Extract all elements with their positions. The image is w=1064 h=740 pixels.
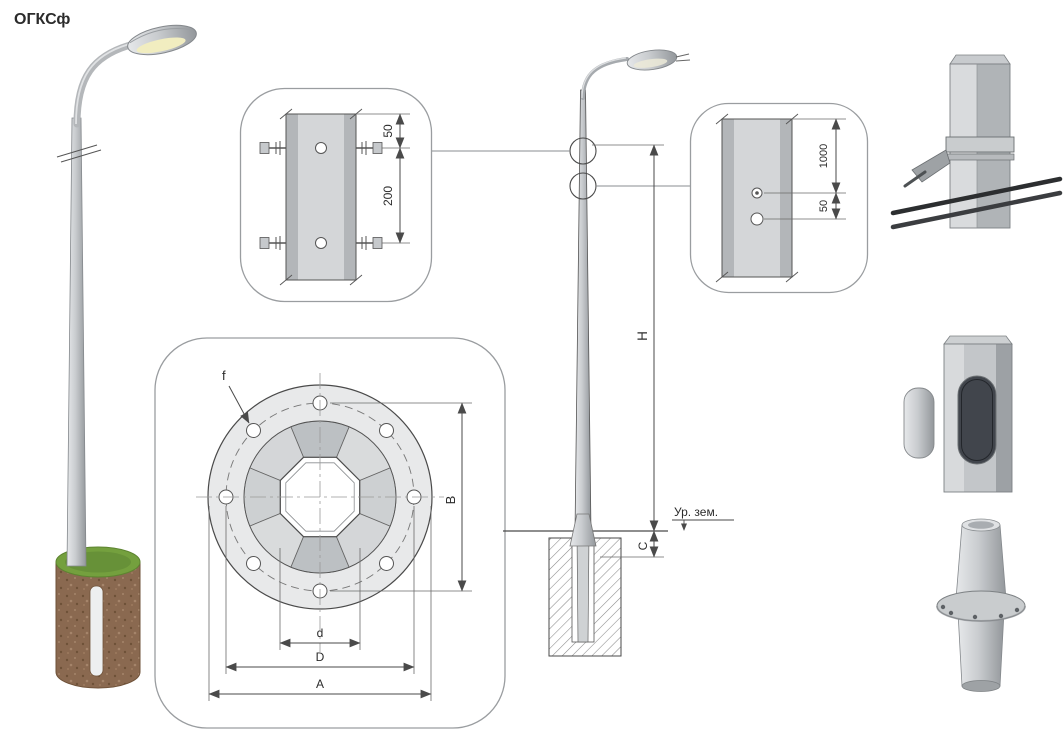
foundation-cylinder <box>55 546 141 689</box>
dim-label: 50 <box>381 124 395 138</box>
pole-base-flare <box>569 513 597 547</box>
dimension-B: B <box>330 402 472 592</box>
flange-detail-callout: f B d D A <box>154 337 506 729</box>
dim-label: 1000 <box>818 144 830 168</box>
dim-label: f <box>222 368 226 383</box>
base-casting-render <box>936 518 1026 692</box>
dim-label: D <box>316 650 325 664</box>
dim-label: C <box>636 541 650 550</box>
foundation-slot <box>89 585 104 677</box>
suspension-clamp-render <box>890 54 1063 230</box>
pole-embedded-part <box>576 532 590 643</box>
cable-rod <box>890 190 1063 230</box>
access-door-render <box>903 335 1013 493</box>
door-opening <box>957 375 997 465</box>
dim-label: d <box>317 626 324 640</box>
break-mark <box>56 144 98 158</box>
pole-arm <box>73 40 138 128</box>
pole-elevation-drawing: H C Ур. зем. <box>432 49 734 657</box>
dim-label: B <box>443 496 458 505</box>
cable-rod <box>890 176 1063 216</box>
dimension-1000: 1000 <box>764 118 846 194</box>
lamp-head <box>127 24 197 56</box>
bolt-holes <box>218 395 422 599</box>
dimension-D: D <box>225 506 415 674</box>
detail-callout-top: 50 200 <box>239 87 433 303</box>
detail-callout-right: 1000 50 <box>689 102 869 294</box>
dimension-C: C <box>600 530 664 558</box>
ground-level-label: Ур. зем. <box>672 505 734 531</box>
break-mark <box>60 149 102 163</box>
clamp-band <box>945 136 1015 153</box>
ground-label-text: Ур. зем. <box>674 505 718 519</box>
dimension-H: H <box>592 144 664 532</box>
pole-3d-render <box>55 24 197 689</box>
dimension-200: 200 <box>381 147 410 244</box>
dim-label: 50 <box>818 200 830 212</box>
dimension-50-right: 50 <box>764 192 846 220</box>
lower-hole <box>750 212 764 226</box>
lamp-head-elevation <box>626 49 678 71</box>
dimension-A: A <box>208 506 432 701</box>
dim-label: A <box>316 677 324 691</box>
pole-section <box>715 113 799 283</box>
bolt-row-bottom <box>259 236 383 250</box>
dim-label: H <box>635 331 650 341</box>
pole-shaft-elevation <box>574 89 592 534</box>
page-title: ОГКСф <box>14 11 70 28</box>
dim-label: 200 <box>381 186 395 206</box>
pole-section <box>279 108 363 286</box>
flange-bolts <box>940 604 1020 620</box>
label-f: f <box>222 368 250 424</box>
dimension-d: d <box>279 548 361 650</box>
pole-shaft <box>66 117 87 567</box>
door-cover-plate <box>903 387 935 459</box>
pole-arm-elevation <box>581 57 629 100</box>
grounding-bolt-hole <box>751 187 763 199</box>
